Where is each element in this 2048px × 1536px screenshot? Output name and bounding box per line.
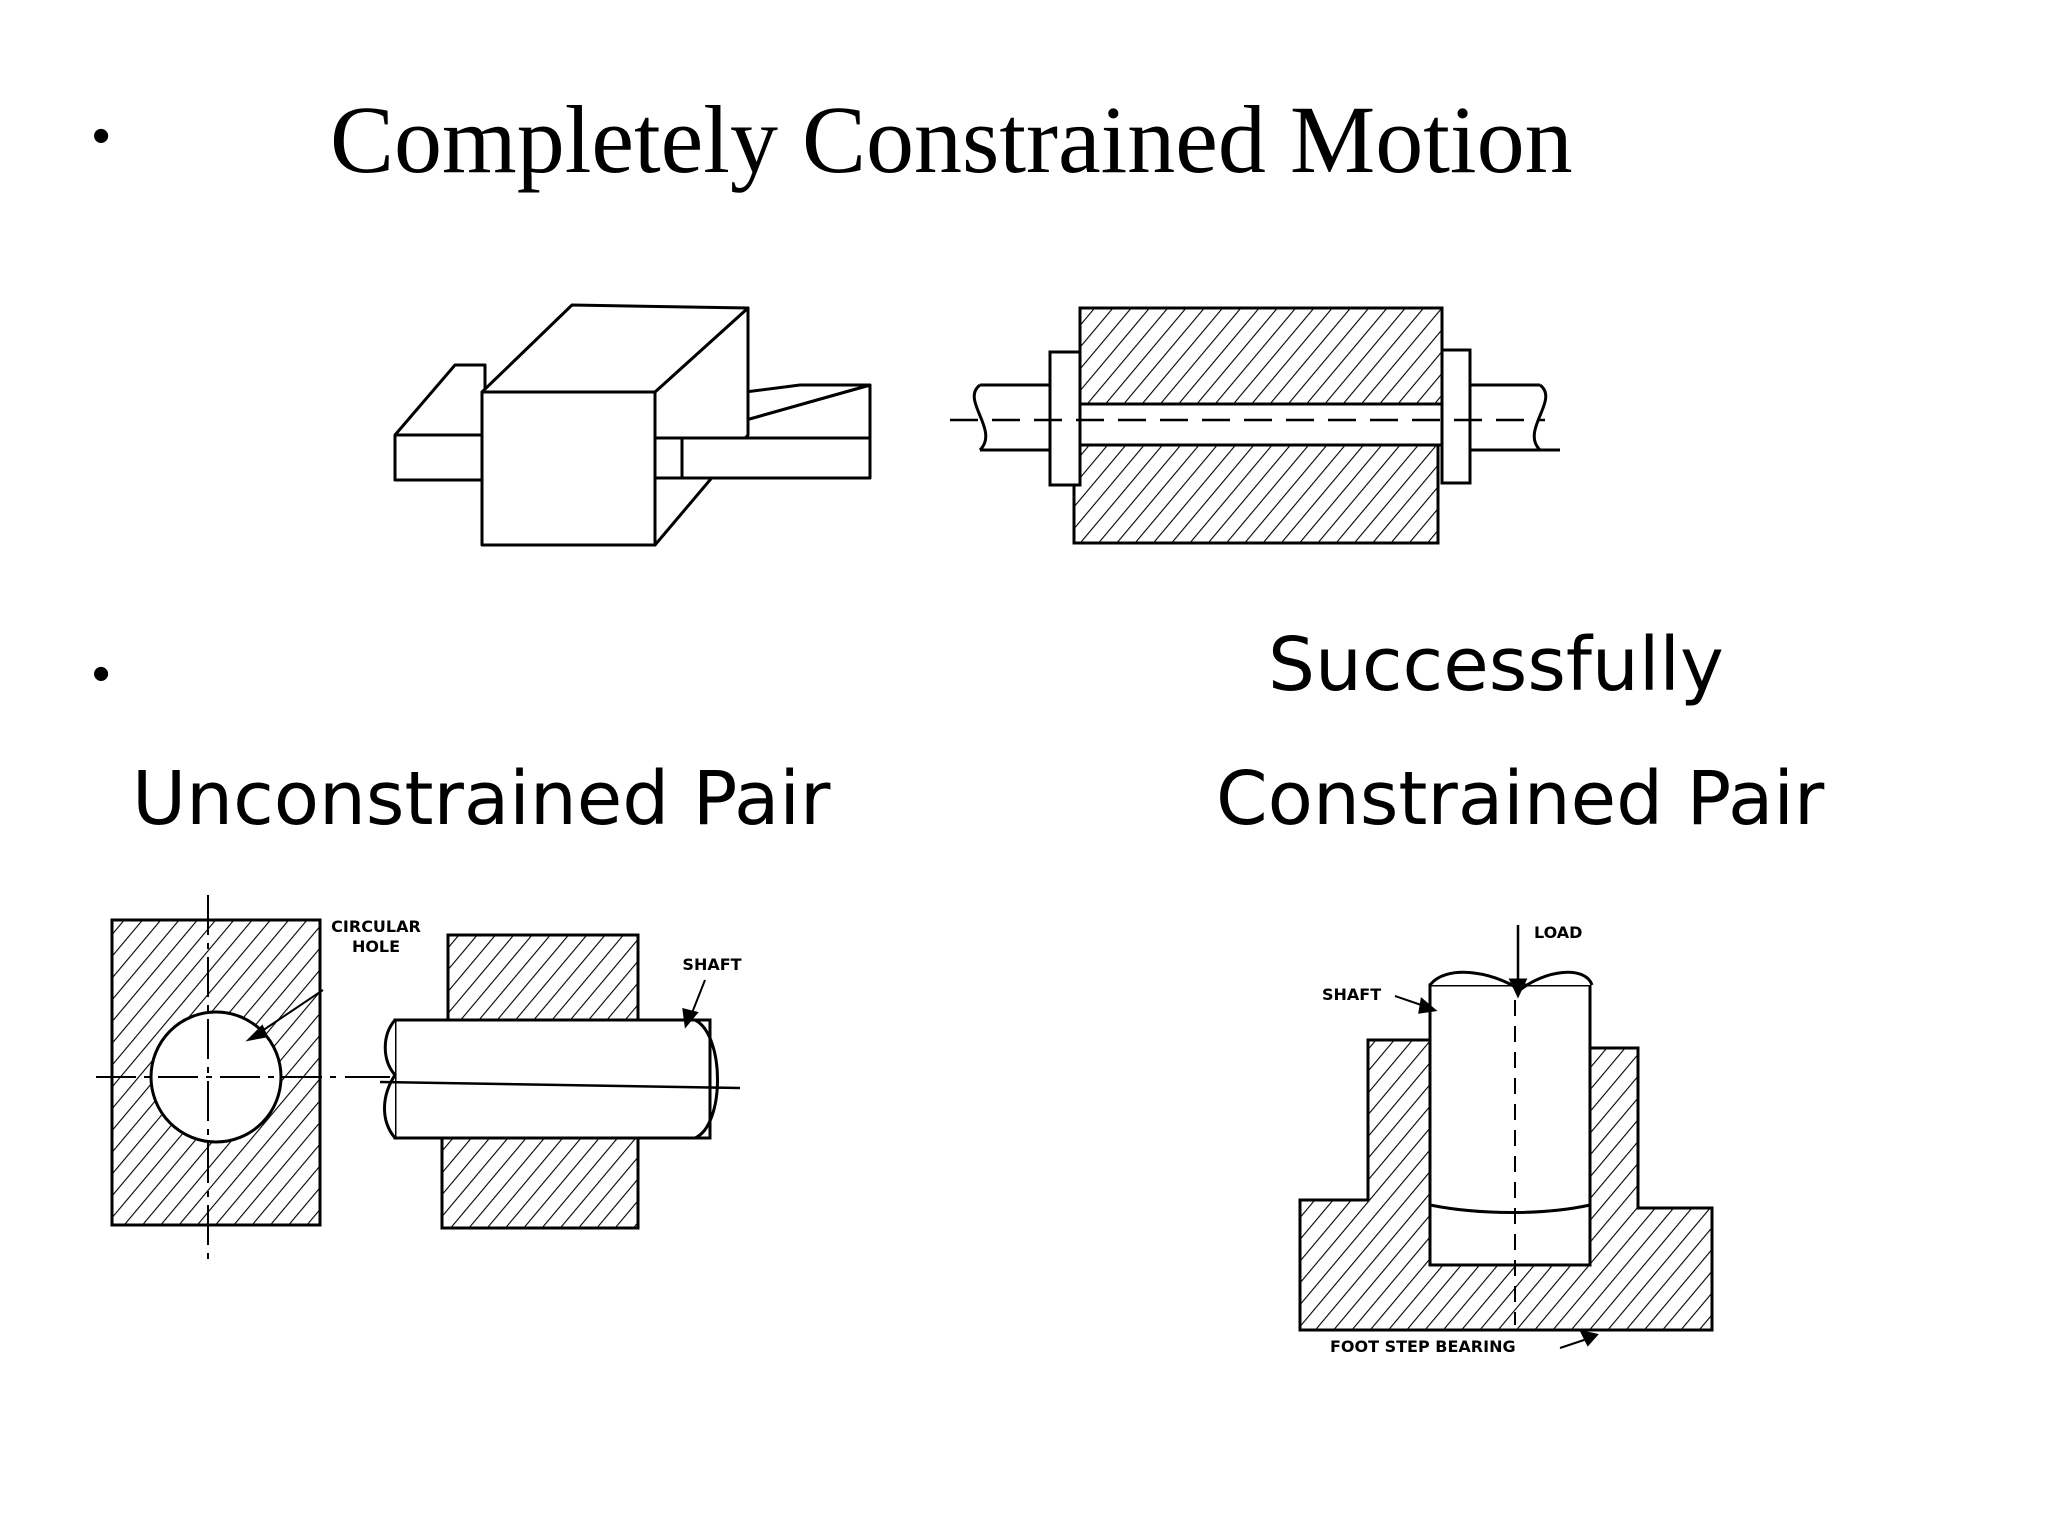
shaft-bearing-diagram [950,306,1560,545]
sliding-block-diagram [393,303,872,547]
constrained-pair-heading: Constrained Pair [1216,756,1825,842]
successfully-label: Successfully [1268,622,1724,708]
bullet-1: • [92,107,111,165]
shaft-label-right: SHAFT [1322,985,1381,1004]
foot-step-bearing-diagram [1298,925,1714,1349]
circular-hole-diagram [96,895,390,1262]
bullet-2: • [92,645,111,703]
circular-hole-label-line1: CIRCULAR [331,917,421,936]
foot-step-bearing-label: FOOT STEP BEARING [1330,1337,1516,1356]
circular-hole-label-line2: HOLE [352,937,400,956]
unconstrained-pair-heading: Unconstrained Pair [132,756,831,842]
load-label: LOAD [1534,923,1582,942]
slide-title: Completely Constrained Motion [330,86,1573,193]
loose-shaft-diagram [379,933,741,1230]
shaft-label-left: SHAFT [682,955,741,974]
